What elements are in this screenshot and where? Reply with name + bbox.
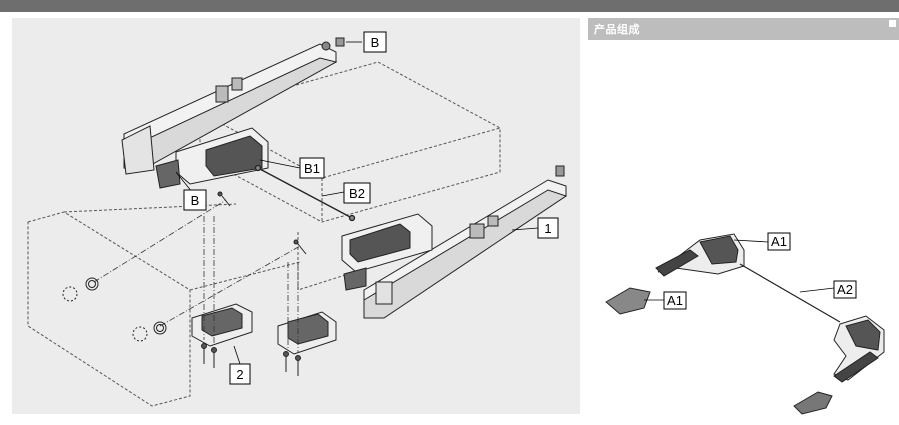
- callout-a2: A2: [833, 280, 857, 299]
- component-a2-rod: [739, 263, 841, 323]
- svg-text:B1: B1: [304, 161, 320, 176]
- component-small-clip: [793, 391, 833, 415]
- corner-mark-right: [889, 20, 896, 27]
- component-a1-clip: [605, 287, 651, 315]
- svg-text:B: B: [191, 193, 200, 208]
- callout-a1-upper: A1: [767, 232, 791, 251]
- callout-b-left: B: [183, 189, 207, 211]
- top-bar: [0, 0, 899, 12]
- component-a1-right-bracket: [833, 315, 885, 383]
- right-locking-device: [341, 213, 433, 291]
- front-panel-fittings: [62, 277, 167, 342]
- component-a1-left-bracket: [655, 233, 745, 277]
- callout-1: 1: [537, 217, 559, 239]
- callout-b-top: B: [363, 31, 387, 53]
- callout-b2: B2: [343, 182, 371, 204]
- svg-text:A2: A2: [837, 282, 853, 297]
- front-fixing-brackets: [191, 303, 337, 355]
- leader-lines: [175, 41, 835, 365]
- callout-a1-lower: A1: [663, 291, 687, 310]
- left-runner: [121, 37, 345, 175]
- right-runner: [363, 165, 568, 319]
- svg-text:2: 2: [236, 367, 243, 382]
- svg-text:B2: B2: [349, 186, 365, 201]
- guide-lines: [93, 199, 301, 352]
- svg-text:1: 1: [544, 221, 551, 236]
- components-title: 产品组成: [594, 23, 640, 36]
- drawer-front-outline: [27, 203, 301, 407]
- left-locking-device: [155, 127, 269, 189]
- corner-mark-left: [580, 406, 587, 413]
- components-header: 产品组成: [588, 18, 899, 40]
- svg-text:A1: A1: [667, 293, 683, 308]
- svg-text:A1: A1: [771, 234, 787, 249]
- callout-b1: B1: [299, 157, 325, 179]
- sync-rod: [254, 164, 356, 222]
- callout-2: 2: [229, 363, 251, 385]
- screws: [201, 191, 307, 376]
- svg-text:B: B: [371, 35, 380, 50]
